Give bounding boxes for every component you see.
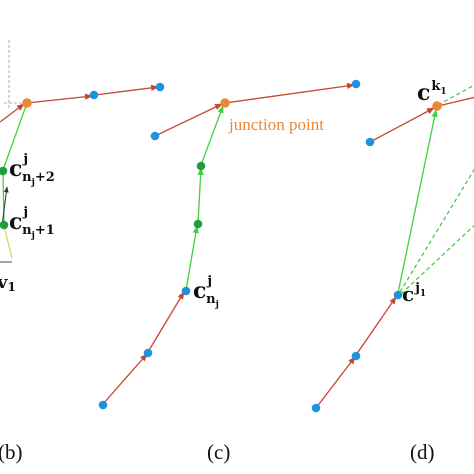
panel-c-label: (c) <box>207 440 230 464</box>
panel-b-edge-top-1 <box>26 93 93 104</box>
panel-b-label: (b) <box>0 440 23 464</box>
panel-c-node-start <box>150 131 160 141</box>
label-junction-point: junction point <box>228 115 324 134</box>
panel-c-node-bottom-1 <box>143 348 153 358</box>
panel-c-edge-bottom-1 <box>102 353 148 405</box>
panel-c-edge-green-1 <box>185 225 199 291</box>
panel-b-node-top-1 <box>89 90 99 100</box>
panel-c-node-end <box>351 79 361 89</box>
panel-c-edge-left <box>154 103 223 137</box>
panel-d-edge-green-solid <box>397 109 438 294</box>
panel-d: ck1 cj1 (d) <box>311 79 474 464</box>
panel-b-edge-green-1 <box>2 102 28 171</box>
panel-b-edge-left <box>0 103 25 123</box>
panel-b-node-green-2 <box>0 220 9 230</box>
panel-b-node-green-1 <box>0 166 8 176</box>
panel-c-edge-right <box>224 82 355 104</box>
panel-d-node-start <box>365 137 375 147</box>
panel-d-node-bottom-1 <box>351 351 361 361</box>
panel-d-node-cj1 <box>393 290 403 300</box>
panel-c-node-bottom-2 <box>98 400 108 410</box>
panel-c-node-green-2 <box>193 219 203 229</box>
label-c-k1: ck1 <box>417 79 447 106</box>
panel-b-edge-top-2 <box>94 84 159 96</box>
panel-b-vector-v1 <box>1 186 9 227</box>
label-c-j1: cj1 <box>402 281 426 306</box>
panel-d-edge-left <box>369 107 435 143</box>
panel-c-edge-green-3 <box>200 105 224 166</box>
panel-d-dashed-3 <box>437 84 474 106</box>
panel-d-label: (d) <box>410 440 435 464</box>
panel-d-edge-bottom-2 <box>355 296 397 356</box>
label-v1: v1 <box>0 272 16 294</box>
panel-b-node-top-2 <box>155 82 165 92</box>
panel-d-edge-bottom-1 <box>315 356 356 409</box>
panel-c-node-green-1 <box>196 161 206 171</box>
panel-c-node-cnj <box>181 286 191 296</box>
panel-c-edge-green-2 <box>197 167 204 224</box>
panel-d-node-bottom-2 <box>311 403 321 413</box>
panel-d-edge-right <box>437 96 474 107</box>
panel-d-dashed-1 <box>399 168 474 293</box>
panel-c-node-junction <box>220 98 230 108</box>
panel-d-node-ck1 <box>432 101 442 111</box>
panel-b-node-junction <box>22 98 32 108</box>
panel-c-edge-bottom-2 <box>147 291 185 353</box>
panel-b-edge-yellow <box>3 225 13 259</box>
